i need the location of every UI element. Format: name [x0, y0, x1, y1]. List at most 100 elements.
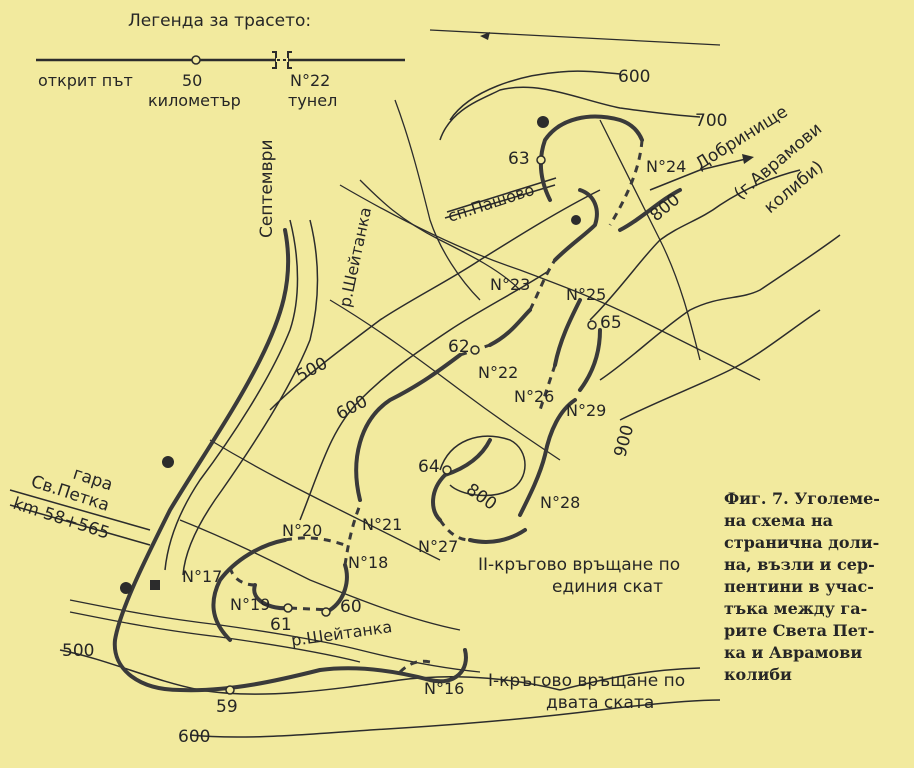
road-pashovo [444, 184, 556, 219]
stream-2 [329, 299, 561, 461]
station-building [150, 580, 160, 590]
km-label-63: 63 [508, 149, 530, 169]
rail-n23-up [553, 188, 599, 262]
tunnel-labels: N°24 N°23 N°25 N°22 N°26 N°29 N°28 N°27 … [182, 157, 686, 698]
label-river-sheytanka-upper: р.Шейтанка [335, 205, 375, 308]
loop1-line1: I-кръгово връщане по [488, 671, 685, 691]
contour-500-bottom-ext [559, 667, 701, 691]
km-marker-59 [225, 685, 235, 695]
contour-label-500-bottom: 500 [62, 641, 94, 661]
tunnel-label-n26: N°26 [514, 387, 554, 406]
contour-label-800-right: 800 [646, 190, 684, 226]
stream-4 [394, 99, 481, 301]
rail-loop1-left [211, 538, 287, 642]
streams [9, 99, 761, 673]
dark-marker-mid [162, 456, 174, 468]
rail-n21-to-62 [354, 353, 462, 502]
km-label-62: 62 [448, 337, 470, 357]
tunnel-label-n24: N°24 [646, 157, 686, 176]
km-label-61: 61 [270, 615, 292, 635]
km-label-59: 59 [216, 697, 238, 717]
caption-line: тъка между га- [724, 599, 868, 618]
tunnel-label-n29: N°29 [566, 401, 606, 420]
river-sheytanka [69, 599, 481, 673]
caption-line: на, възли и сер- [724, 555, 875, 574]
legend-road-label: открит път [38, 71, 133, 90]
rail-n25-down [553, 298, 582, 367]
contour-ridge-right [599, 234, 841, 381]
km-marker-60 [321, 607, 331, 617]
caption-line: ка и Аврамови [724, 643, 863, 662]
loop1-line2: двата ската [546, 693, 654, 713]
contour-label-600-top: 600 [618, 67, 650, 87]
loop-descriptions: II-кръгово връщане по единия скат I-кръг… [478, 555, 685, 713]
road-dobrinishte [649, 157, 751, 191]
legend-km-label: километър [148, 91, 241, 110]
contour-600-bottom [189, 699, 721, 738]
road-pashovo-2 [446, 177, 557, 213]
km-marker-63 [536, 155, 546, 165]
legend-km-marker [191, 55, 201, 65]
rail-to-dobrinishte [618, 188, 682, 232]
contour-600-mid [299, 269, 551, 521]
tunnel-label-n16: N°16 [424, 679, 464, 698]
loop2-line2: единия скат [552, 577, 663, 597]
station-line-2 [9, 504, 151, 546]
tunnel-n18-path [343, 504, 362, 566]
tunnel-n19-path [289, 606, 331, 612]
legend-tunnel-label: тунел [288, 91, 337, 110]
dark-marker-upper [571, 215, 581, 225]
label-river-sheytanka-lower: р.Шейтанка [290, 617, 393, 650]
km-marker-61 [283, 603, 293, 613]
contour-800-right [589, 169, 801, 321]
river-sheytanka-upper-2 [182, 219, 319, 576]
rail-62-to-n23 [488, 308, 532, 347]
contour-700 [439, 86, 701, 141]
tunnel-label-n28: N°28 [540, 493, 580, 512]
tunnel-label-n23: N°23 [490, 275, 530, 294]
figure-caption: Фиг. 7. Уголеме- на схема на странична д… [724, 488, 904, 686]
km-labels: 63 62 64 65 61 60 59 [216, 149, 622, 717]
stream-6 [599, 119, 701, 361]
tunnel-n24-path [608, 139, 644, 226]
tunnel-n16-path [398, 659, 431, 674]
dobrinishte-arrow-icon [742, 154, 754, 164]
caption-line: на схема на [724, 511, 834, 530]
contour-500-mid [269, 189, 601, 411]
caption-line: Фиг. 7. Уголеме- [724, 489, 880, 508]
contour-label-700: 700 [695, 111, 727, 131]
km-marker-62 [470, 345, 480, 355]
rail-n27-right [468, 528, 527, 544]
tunnel-n26-path [538, 364, 557, 411]
rail-64-loop [431, 438, 492, 522]
rail-bottom-loop [318, 648, 468, 684]
tunnel-label-n21: N°21 [362, 515, 402, 534]
tunnel-n27-path [438, 519, 471, 542]
km-marker-65 [587, 320, 597, 330]
contour-lines [59, 70, 841, 738]
contour-600-top [449, 70, 621, 121]
road-arrow-icon [480, 32, 490, 40]
stream-5 [359, 179, 521, 291]
label-septemvri: Септември [257, 140, 277, 239]
km-label-60: 60 [340, 597, 362, 617]
legend-tunnel-number: N°22 [290, 71, 330, 90]
tunnel-label-n25: N°25 [566, 285, 606, 304]
dark-marker-station [120, 582, 132, 594]
station-line-1 [9, 489, 151, 531]
km-marker-64 [442, 465, 452, 475]
tunnel-label-n20: N°20 [282, 521, 322, 540]
contour-label-800-hill: 800 [462, 480, 500, 515]
contour-800-hill [439, 435, 526, 497]
contour-labels: 600 700 800 500 600 800 900 500 600 [62, 67, 727, 747]
caption-line: рите Света Пет- [724, 621, 875, 640]
river-sheytanka-upper [164, 219, 299, 571]
tunnel-label-n18: N°18 [348, 553, 388, 572]
railway [112, 114, 682, 693]
contour-900-lower [619, 309, 821, 421]
contour-label-500-mid: 500 [293, 354, 331, 387]
rail-n28-up [518, 398, 577, 517]
tunnel-n20-path [284, 536, 346, 547]
km-label-65: 65 [600, 313, 622, 333]
legend-title: Легенда за трасето: [128, 11, 311, 31]
